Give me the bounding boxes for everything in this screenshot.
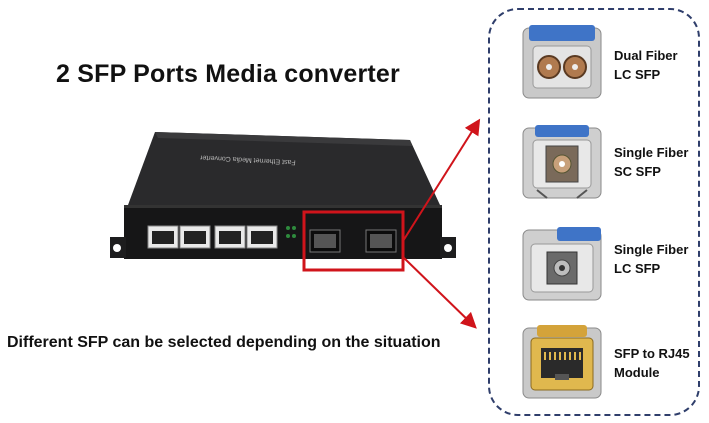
module-label-2: Single Fiber SC SFP <box>614 145 689 179</box>
arrow-up <box>402 118 481 242</box>
page-title: 2 SFP Ports Media converter <box>56 60 400 88</box>
single-fiber-lc-sfp-icon <box>522 227 602 301</box>
single-fiber-sc-sfp-icon <box>522 125 602 199</box>
caption: Different SFP can be selected depending … <box>7 334 441 351</box>
arrow-down <box>402 256 477 329</box>
media-converter-device: Fast Ethernet Media Converter <box>110 132 456 272</box>
sfp-port-group <box>309 229 397 253</box>
module-label-3: Single Fiber LC SFP <box>614 242 689 276</box>
module-label-4: SFP to RJ45 Module <box>614 346 690 380</box>
dual-fiber-lc-sfp-icon <box>522 25 602 99</box>
module-label-1: Dual Fiber LC SFP <box>614 48 678 82</box>
rj45-port-group <box>147 225 278 249</box>
sfp-options-panel <box>488 8 700 416</box>
sfp-to-rj45-module-icon <box>522 325 602 399</box>
